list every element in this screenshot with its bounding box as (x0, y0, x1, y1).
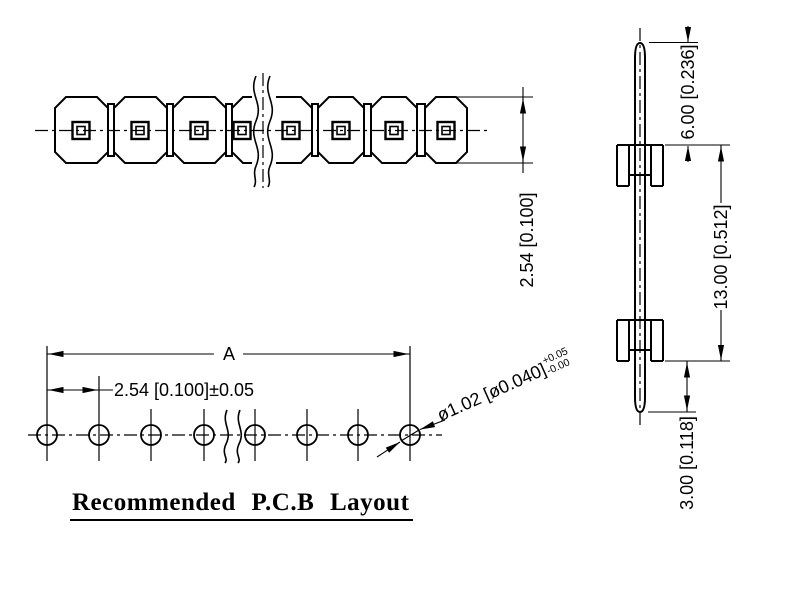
strip-pitch-dimension-label: 2.54 [0.100] (517, 192, 537, 288)
pcb-break-mark (223, 409, 243, 464)
pcb-layout-title: Recommended P.C.B Layout (70, 489, 414, 521)
pcb-dimension-lines (47, 350, 446, 458)
pcb-hole-crosshairs (28, 346, 442, 461)
side-view-lower-insulator (616, 319, 664, 362)
pcb-hole-pitch-dimension-label: 2.54 [0.100]±0.05 (114, 380, 254, 400)
pcb-overall-width-dimension-label: A (222, 344, 235, 364)
top-view-dimension-lines (453, 87, 533, 173)
pin-bottom-length-dimension-label: 3.00 [0.118] (677, 416, 697, 510)
pin-top-length-dimension-label: 6.00 [0.236] (678, 44, 698, 140)
insulator-span-dimension-label: 13.00 [0.512] (711, 204, 731, 310)
side-view-dimension-lines (648, 26, 730, 413)
